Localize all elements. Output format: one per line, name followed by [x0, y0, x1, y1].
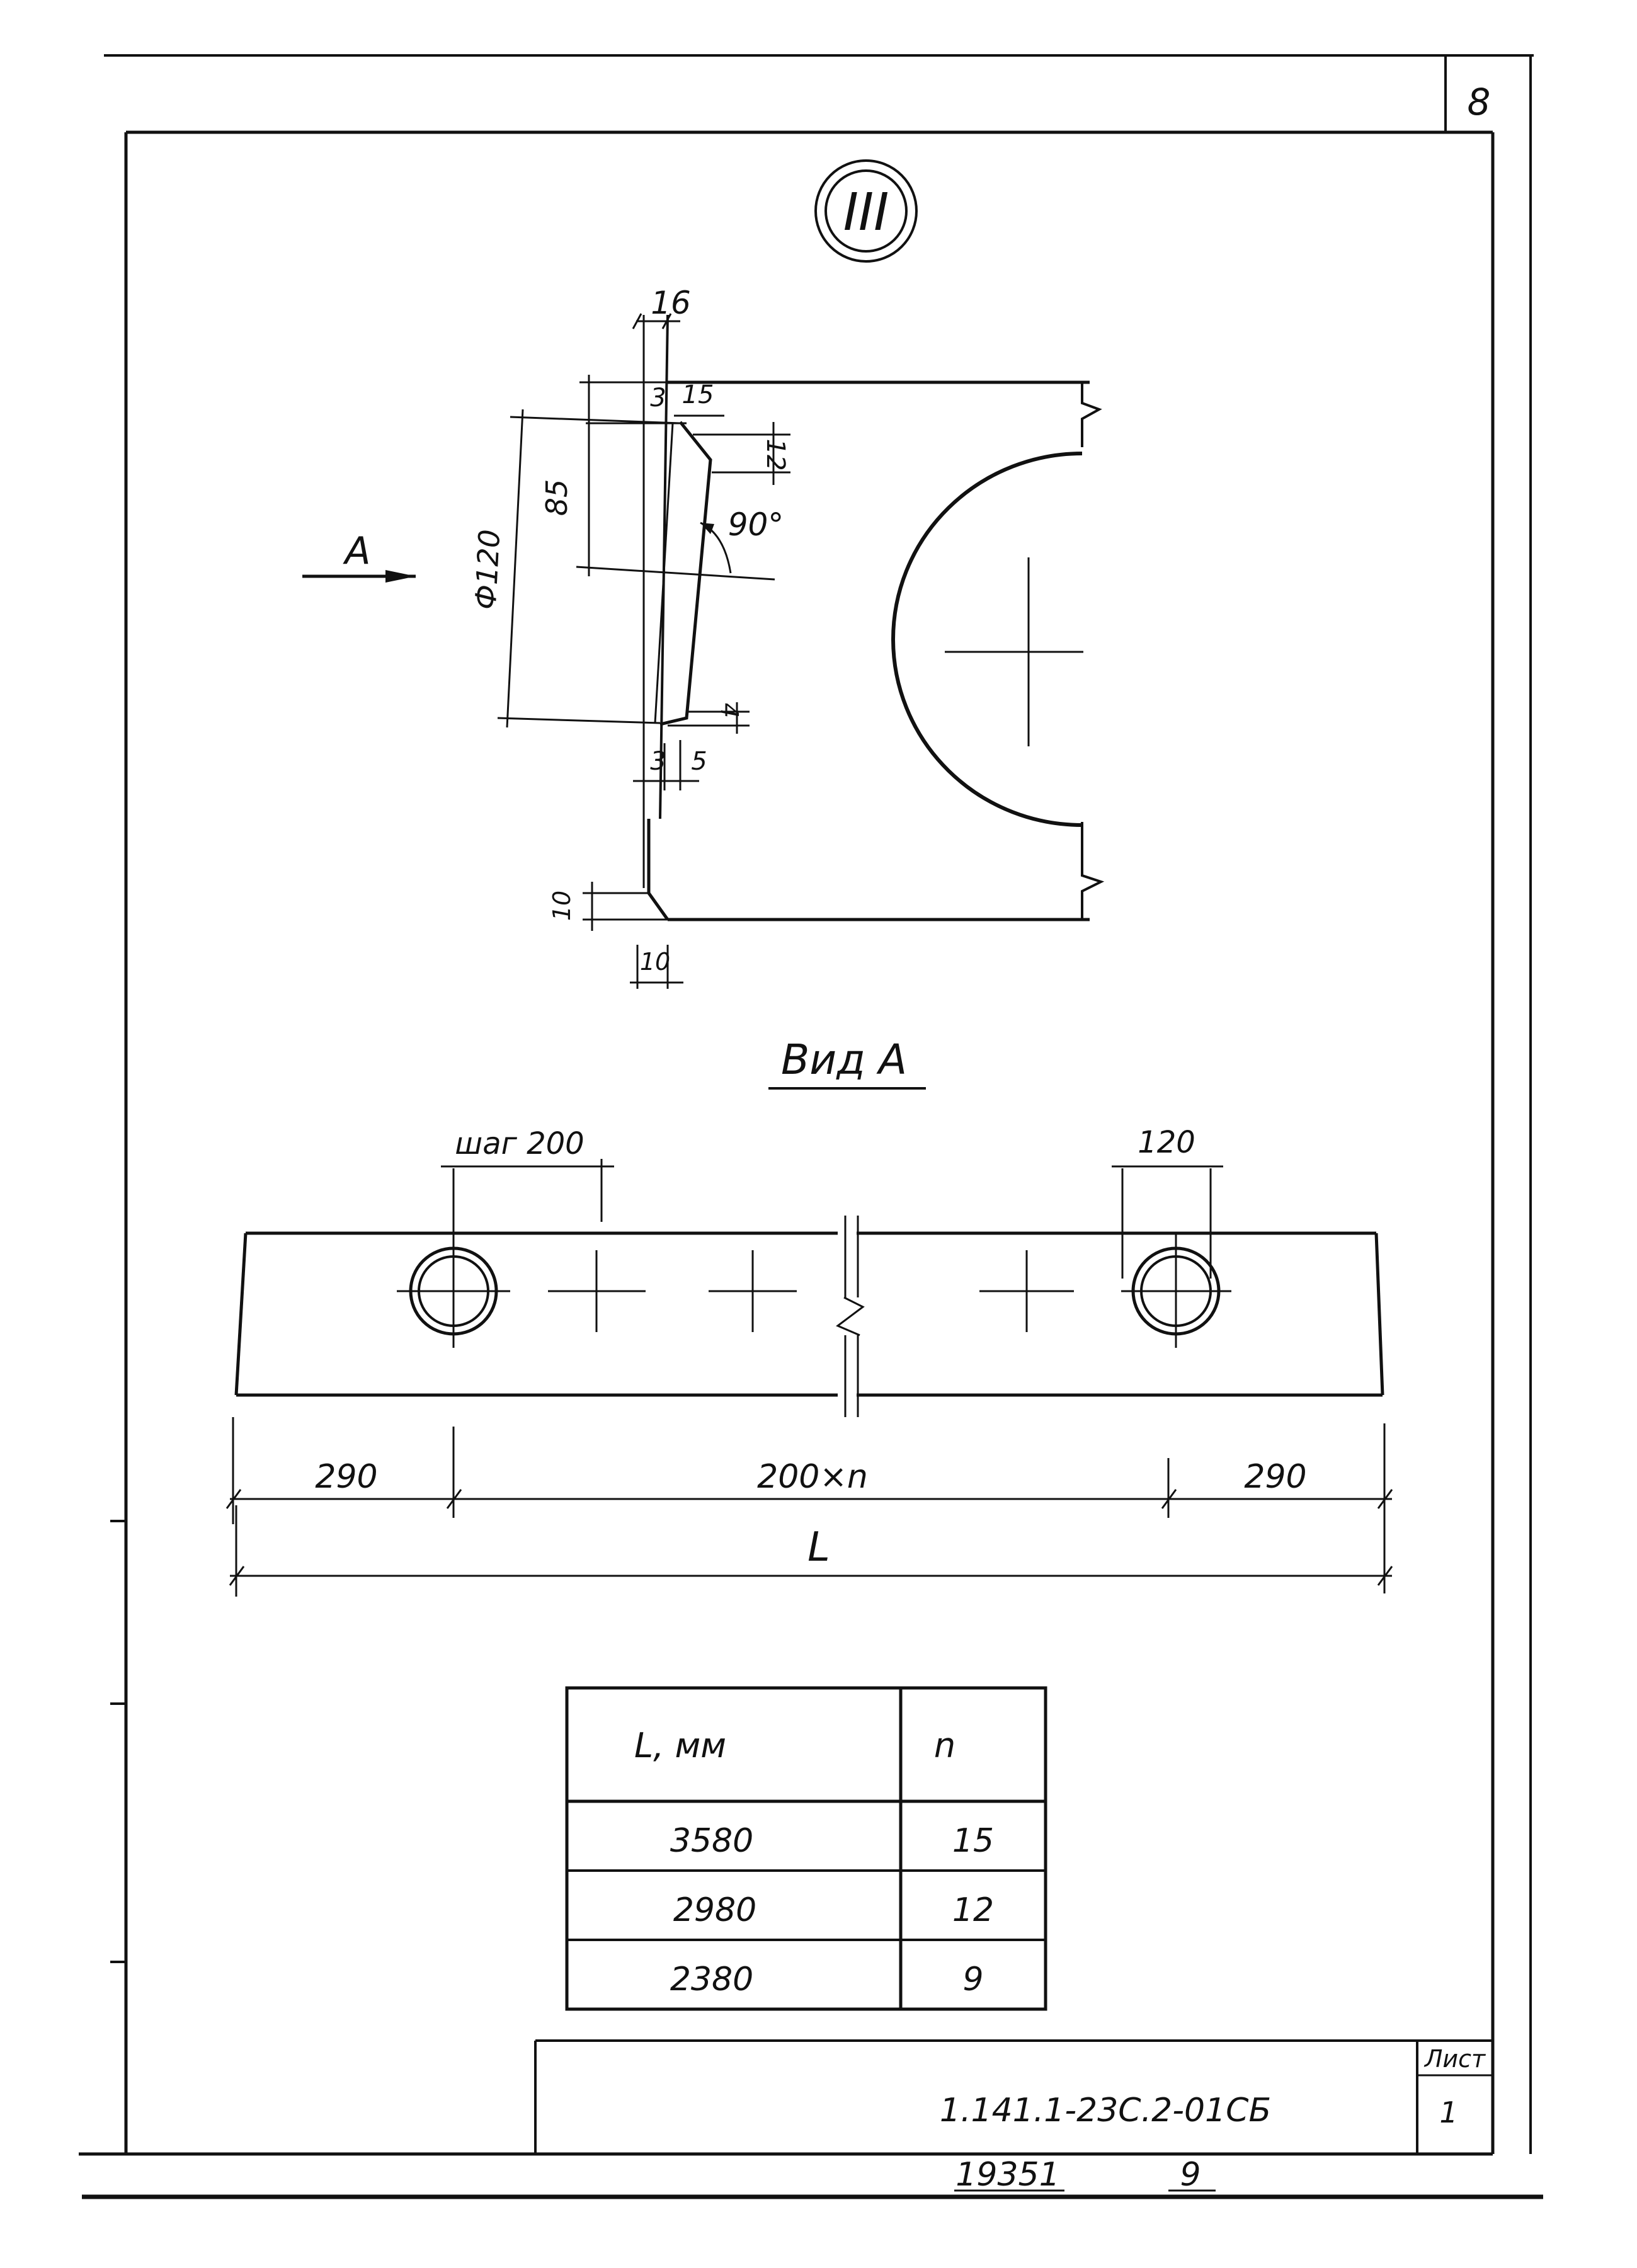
dim-left-end: 290 — [315, 1458, 377, 1496]
dim-top-left: 3 — [650, 384, 666, 413]
dim-bottom-left: 3 — [650, 747, 666, 776]
length-table: L, мм n 3580 15 2980 12 2380 9 — [565, 1686, 1047, 2011]
table-cell: 9 — [962, 1961, 983, 1998]
table-cell: 2380 — [670, 1961, 753, 1998]
table-header-length: L, мм — [634, 1726, 726, 1765]
sheet-header: Лист — [1423, 2045, 1486, 2073]
detail-marker: III — [814, 159, 918, 263]
table-cell: 15 — [952, 1822, 994, 1860]
table-cell: 12 — [952, 1891, 994, 1929]
table-cell: 2980 — [673, 1891, 756, 1929]
section-title: Вид А — [781, 1035, 907, 1084]
dim-length: 85 — [540, 479, 574, 516]
dim-right-end: 290 — [1244, 1458, 1306, 1496]
view-arrow-head — [385, 570, 416, 583]
table-cell: 3580 — [670, 1822, 753, 1860]
dim-diameter: Ф120 — [469, 528, 507, 610]
archive-page: 9 — [1180, 2156, 1201, 2194]
section-view: А 16 3 15 12 85 Ф120 90° 4 — [302, 285, 1105, 989]
dim-total: L — [807, 1524, 830, 1571]
dim-corner-horizontal: 10 — [640, 948, 670, 976]
dim-top-right: 15 — [682, 380, 714, 409]
view-arrow-label: А — [342, 529, 370, 573]
dim-bevel: 12 — [761, 439, 790, 471]
sheet-frame: 8 — [79, 54, 1543, 2199]
elevation-view: шаг 200 120 290 200×n 290 L — [225, 1125, 1393, 1597]
sheet-number: 1 — [1439, 2095, 1457, 2129]
title-block: Лист 1 1.141.1-23С.2-01СБ — [534, 2039, 1493, 2154]
dim-pitch: шаг 200 — [455, 1126, 584, 1161]
detail-marker-label: III — [843, 183, 889, 242]
dim-bottom-right: 5 — [691, 747, 707, 776]
dim-angle: 90° — [728, 506, 784, 543]
dim-hole-dia: 120 — [1138, 1125, 1195, 1160]
table-header-n: n — [934, 1726, 955, 1765]
corner-number: 8 — [1468, 81, 1491, 123]
archive-number: 19351 — [955, 2156, 1059, 2194]
doc-code: 1.141.1-23С.2-01СБ — [940, 2092, 1271, 2129]
dim-corner-vertical: 10 — [548, 891, 576, 921]
dim-bottom-gap: 4 — [716, 703, 743, 718]
dim-top-width: 16 — [651, 285, 691, 321]
dim-middle: 200×n — [757, 1458, 868, 1496]
